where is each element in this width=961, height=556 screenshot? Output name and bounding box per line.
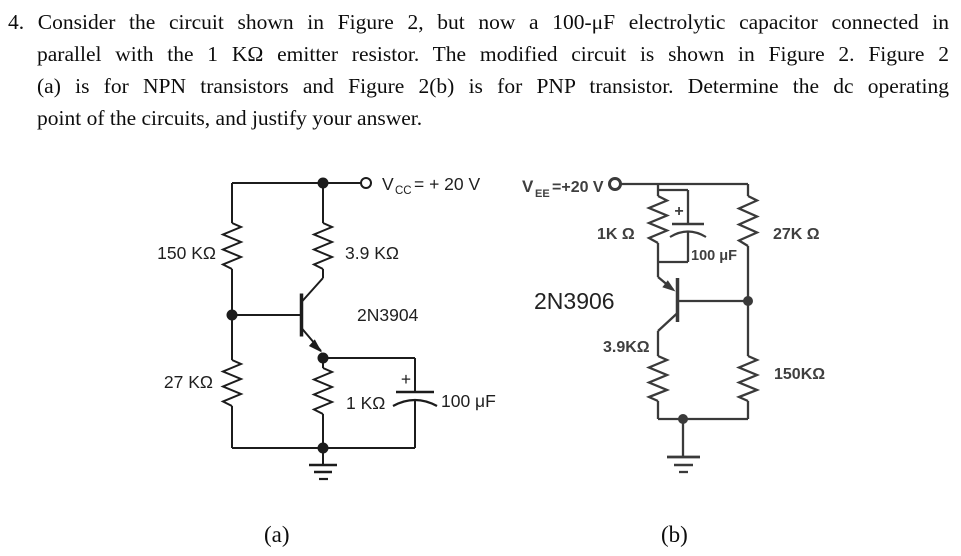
- vcc-subscript: CC: [395, 185, 412, 197]
- npn-transistor-symbol: [232, 277, 324, 353]
- transistor-2n3904-label: 2N3904: [357, 305, 419, 325]
- ground-symbol: [309, 448, 337, 481]
- vee-terminal-icon: [608, 177, 622, 191]
- resistor-27k-symbol: [220, 359, 244, 407]
- resistor-39k-label: 3.9 KΩ: [345, 243, 399, 263]
- vcc-value: = + 20 V: [414, 174, 480, 194]
- resistor-39k-symbol: [311, 222, 335, 270]
- vee-subscript: EE: [535, 188, 550, 200]
- transistor-2n3906-label: 2N3906: [534, 288, 615, 314]
- capacitor-100uf-label: 100 μF: [441, 391, 496, 411]
- vcc-supply-label: V CC = + 20 V: [382, 174, 480, 197]
- problem-line: point of the circuits, and justify your …: [37, 106, 423, 130]
- electrolytic-capacitor-symbol: [392, 358, 438, 448]
- collector-lead: [300, 277, 324, 303]
- resistor-1k-symbol: [646, 194, 670, 245]
- pnp-transistor-symbol: [656, 262, 748, 332]
- circuit-b: [608, 177, 761, 474]
- figure-b-caption: (b): [661, 522, 688, 547]
- electrolytic-capacitor-symbol: [658, 188, 707, 264]
- problem-statement: 4. Consider the circuit shown in Figure …: [8, 6, 949, 134]
- resistor-39k-label: 3.9KΩ: [603, 339, 650, 356]
- resistor-150k-label: 150KΩ: [774, 366, 825, 383]
- cap-plus-label: +: [674, 203, 683, 220]
- resistor-1k-label: 1K Ω: [597, 226, 635, 243]
- resistor-150k-symbol: [736, 354, 761, 403]
- junction-dot: [743, 296, 753, 306]
- resistor-27k-label: 27 KΩ: [164, 372, 213, 392]
- vee-value: =+20 V: [552, 179, 604, 196]
- resistor-1k-label: 1 KΩ: [346, 393, 385, 413]
- figure-a-caption: (a): [264, 522, 290, 547]
- problem-line: parallel with the 1 KΩ emitter resistor.…: [37, 42, 949, 66]
- vcc-terminal-icon: [360, 177, 372, 189]
- ground-symbol: [667, 419, 700, 474]
- capacitor-100uf-label: 100 μF: [691, 248, 737, 264]
- resistor-1k-symbol: [311, 367, 335, 415]
- vee-symbol: V: [522, 177, 534, 196]
- resistor-150k-label: 150 KΩ: [157, 243, 216, 263]
- emitter-arrow-icon: [308, 339, 322, 353]
- resistor-27k-label: 27K Ω: [773, 226, 820, 243]
- problem-line: (a) is for NPN transistors and Figure 2(…: [37, 74, 949, 98]
- vcc-symbol: V: [382, 174, 394, 194]
- resistor-150k-symbol: [220, 222, 244, 270]
- cap-plus-label: +: [401, 369, 411, 389]
- collector-lead: [657, 312, 679, 332]
- resistor-39k-symbol: [646, 354, 671, 403]
- vee-supply-label: V EE =+20 V: [522, 177, 604, 200]
- resistor-27k-symbol: [736, 194, 760, 247]
- emitter-arrow-icon: [662, 280, 676, 292]
- problem-line: 4. Consider the circuit shown in Figure …: [8, 10, 949, 34]
- circuit-a: [220, 177, 438, 481]
